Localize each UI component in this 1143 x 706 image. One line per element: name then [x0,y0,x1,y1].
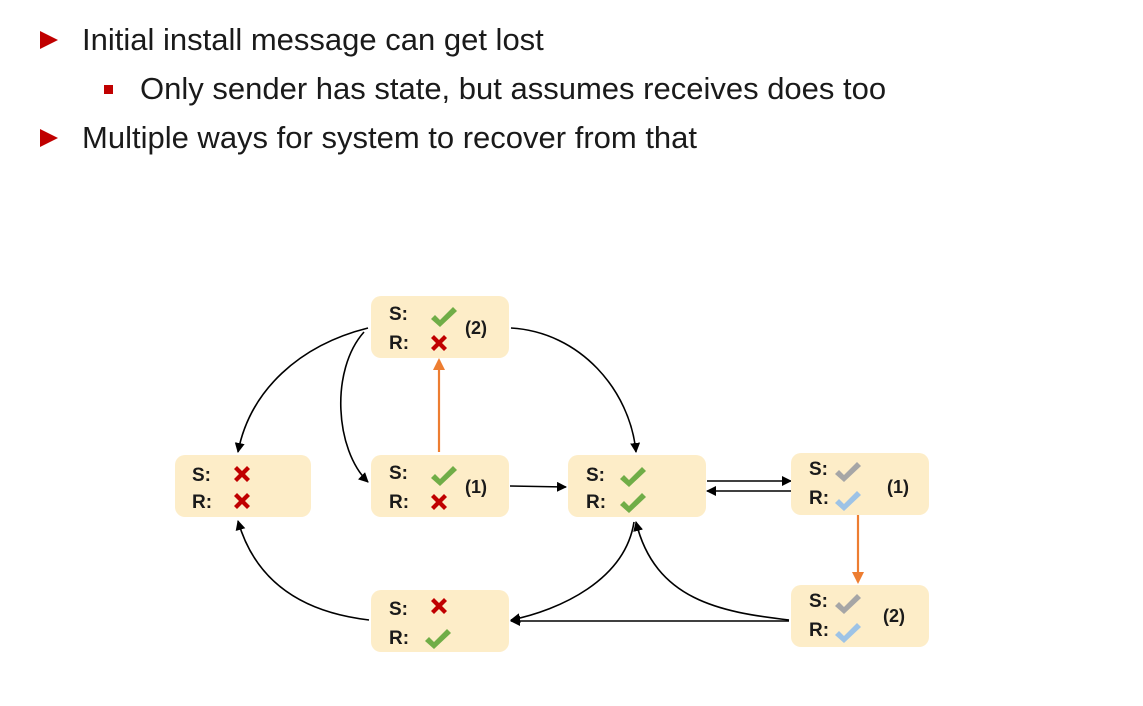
node-sender-only-1: S: R: (1) [371,455,509,517]
square-bullet-icon [104,84,113,94]
sender-label: S: [809,591,828,612]
arrow-sender2-to-both-lost [234,327,369,453]
node-stale-2: S: R: (2) [791,585,929,647]
node-box [175,455,311,517]
arrow-installed-to-receiver-only [510,521,635,624]
receiver-label: R: [389,628,409,649]
sender-label: S: [192,465,211,486]
node-box [791,453,929,515]
node-box [371,455,509,517]
node-sender-only-2: S: R: (2) [371,296,509,358]
receiver-label: R: [389,492,409,513]
bullet-text: Initial install message can get lost [82,22,544,57]
receiver-label: R: [389,333,409,354]
receiver-label: R: [809,620,829,641]
sender-label: S: [389,304,408,325]
variant-tag: (2) [883,606,905,626]
sender-label: S: [389,599,408,620]
loss-arrows [433,358,864,584]
bullet-text: Multiple ways for system to recover from… [82,120,698,155]
receiver-label: R: [586,492,606,513]
bullet-item: Multiple ways for system to recover from… [40,120,697,156]
triangle-bullet-icon [40,31,58,49]
arrow-sender2-to-sender1 [340,331,369,483]
triangle-bullet-icon [40,129,58,147]
receiver-label: R: [809,488,829,509]
variant-tag: (1) [887,477,909,497]
node-box [568,455,706,517]
bullet-item: Initial install message can get lost [40,22,544,58]
variant-tag: (2) [465,318,487,338]
node-box [371,296,509,358]
bullet-text: Only sender has state, but assumes recei… [140,71,887,106]
receiver-label: R: [192,492,212,513]
arrow-sender2-to-installed [510,327,641,453]
node-both-installed: S: R: [568,455,706,517]
node-both-lost: S: R: [175,455,311,517]
arrow-sender1-to-installed [509,481,567,492]
node-box [791,585,929,647]
node-receiver-only: S: R: [371,590,509,652]
variant-tag: (1) [465,477,487,497]
sender-label: S: [586,465,605,486]
sender-label: S: [809,459,828,480]
arrow-stale2-to-installed [633,521,790,621]
node-box [371,590,509,652]
transition-arrows [234,327,792,626]
sub-bullet-item: Only sender has state, but assumes recei… [104,71,886,107]
node-stale-1: S: R: (1) [791,453,929,515]
arrow-receiver-only-to-both-lost [235,520,370,621]
sender-label: S: [389,463,408,484]
